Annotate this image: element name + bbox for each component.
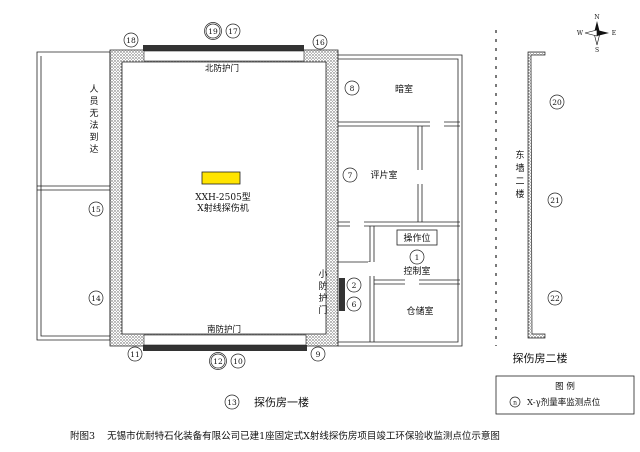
point-11: 11 <box>127 346 143 362</box>
svg-text:护: 护 <box>318 292 327 304</box>
south-door-slab <box>143 345 307 351</box>
svg-text:17: 17 <box>228 27 238 36</box>
svg-text:9: 9 <box>316 350 321 359</box>
south-door-opening <box>143 334 307 346</box>
svg-text:19: 19 <box>208 27 218 36</box>
point-14: 14 <box>88 290 104 306</box>
control-room-label: 控制室 <box>403 265 430 277</box>
svg-text:楼: 楼 <box>515 188 524 200</box>
svg-text:S: S <box>595 47 599 54</box>
legend-title: 图 例 <box>555 381 575 392</box>
point-21: 21 <box>547 192 563 208</box>
svg-text:11: 11 <box>130 350 140 359</box>
svg-text:W: W <box>577 30 584 37</box>
point-17: 17 <box>225 23 241 39</box>
svg-text:东: 东 <box>515 149 524 161</box>
point-8: 8 <box>344 80 360 96</box>
svg-text:人: 人 <box>89 84 98 95</box>
svg-text:16: 16 <box>315 38 325 47</box>
point-6: 6 <box>346 296 362 312</box>
floor2-label: 探伤房二楼 <box>513 351 568 365</box>
svg-text:员: 员 <box>89 96 98 107</box>
svg-text:21: 21 <box>550 196 560 205</box>
svg-text:12: 12 <box>213 357 223 366</box>
review-room-label: 评片室 <box>370 169 397 181</box>
legend-symbol <box>509 396 521 408</box>
point-10: 10 <box>230 353 246 369</box>
svg-text:无: 无 <box>89 108 98 119</box>
west-rooms <box>36 51 111 341</box>
storage-room-label: 仓储室 <box>406 305 433 317</box>
svg-text:n: n <box>513 400 517 407</box>
svg-text:N: N <box>594 14 599 21</box>
svg-text:达: 达 <box>89 143 98 155</box>
monitoring-points: 18 19 17 16 8 7 1 2 6 15 14 11 12 10 9 1… <box>88 22 565 410</box>
north-door-label: 北防护门 <box>205 63 239 74</box>
east-wall-label: 东 墙 二 楼 <box>515 149 524 200</box>
floor1-label: 探伤房一楼 <box>254 395 309 409</box>
svg-text:小: 小 <box>318 269 327 280</box>
legend-item: X-γ剂量率监测点位 <box>527 397 601 408</box>
point-19: 19 <box>204 22 222 40</box>
svg-text:墙: 墙 <box>515 162 524 174</box>
svg-text:13: 13 <box>227 398 237 407</box>
point-12: 12 <box>209 352 227 370</box>
dark-room-label: 暗室 <box>395 83 413 95</box>
north-door-opening <box>143 50 305 62</box>
svg-text:10: 10 <box>233 357 243 366</box>
svg-text:门: 门 <box>318 304 327 316</box>
xray-machine <box>201 171 241 185</box>
svg-text:二: 二 <box>515 177 524 187</box>
point-7: 7 <box>342 167 358 183</box>
point-2: 2 <box>346 277 362 293</box>
svg-text:8: 8 <box>350 84 355 93</box>
svg-text:20: 20 <box>552 98 562 107</box>
no-access-label: 人 员 无 法 到 达 <box>89 84 98 155</box>
point-1: 1 <box>409 249 425 265</box>
east-rooms <box>338 54 463 347</box>
svg-text:15: 15 <box>91 205 101 214</box>
operator-label: 操作位 <box>403 232 430 244</box>
point-9: 9 <box>310 346 326 362</box>
machine-name: X射线探伤机 <box>197 202 248 214</box>
svg-text:7: 7 <box>348 171 353 180</box>
point-16: 16 <box>312 34 328 50</box>
south-door-label: 南防护门 <box>207 324 241 335</box>
small-door-label: 小 防 护 门 <box>318 269 327 316</box>
svg-text:14: 14 <box>91 294 101 303</box>
operator-box <box>396 229 438 246</box>
point-22: 22 <box>547 290 563 306</box>
east-wall-second-floor <box>527 51 546 339</box>
svg-text:法: 法 <box>89 119 98 131</box>
point-13: 13 <box>224 394 240 410</box>
caption: 附图3 无锡市优耐特石化装备有限公司已建1座固定式X射线探伤房项目竣工环保验收监… <box>70 430 500 442</box>
legend: 图 例 n X-γ剂量率监测点位 <box>495 375 635 415</box>
svg-text:2: 2 <box>352 281 357 290</box>
svg-text:E: E <box>612 30 616 37</box>
compass-icon: N S W E <box>577 14 616 54</box>
svg-text:18: 18 <box>126 36 136 45</box>
north-door-slab <box>143 45 304 51</box>
point-15: 15 <box>88 201 104 217</box>
svg-text:防: 防 <box>318 280 327 292</box>
svg-text:6: 6 <box>352 300 357 309</box>
small-door-slab <box>339 278 345 311</box>
svg-text:22: 22 <box>550 294 560 303</box>
svg-text:到: 到 <box>89 131 98 143</box>
point-18: 18 <box>123 32 139 48</box>
svg-text:1: 1 <box>415 253 420 262</box>
point-20: 20 <box>549 94 565 110</box>
machine-model: XXH-2505型 <box>195 192 251 203</box>
